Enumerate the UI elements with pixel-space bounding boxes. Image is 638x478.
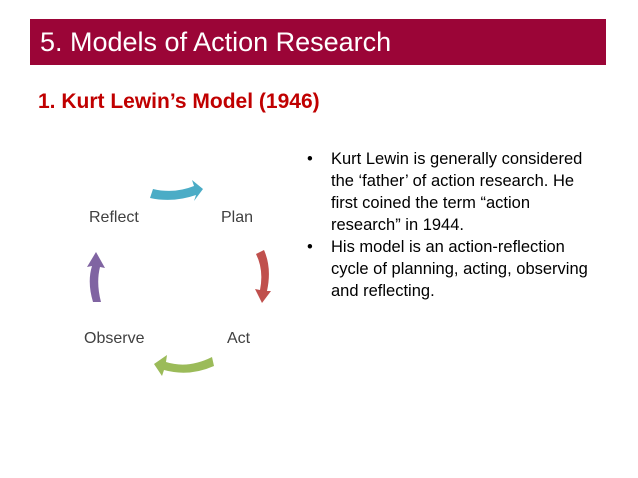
bullet-item: • Kurt Lewin is generally considered the… (300, 148, 600, 236)
bullet-dot: • (307, 150, 313, 168)
stage-label-observe: Observe (84, 330, 145, 347)
bullet-dot: • (307, 238, 313, 256)
arrow-act-to-observe (154, 355, 214, 376)
title-bar: 5. Models of Action Research (30, 19, 606, 65)
bullet-text: Kurt Lewin is generally considered the ‘… (331, 150, 583, 234)
slide-title: 5. Models of Action Research (40, 27, 392, 57)
stage-label-act: Act (227, 330, 251, 347)
arrow-observe-to-reflect (87, 252, 105, 302)
slide-subtitle: 1. Kurt Lewin’s Model (1946) (38, 90, 320, 113)
stage-label-plan: Plan (221, 209, 253, 226)
bullet-list: • Kurt Lewin is generally considered the… (300, 148, 600, 302)
stage-label-reflect: Reflect (89, 209, 139, 226)
bullet-item: • His model is an action-reflection cycl… (300, 236, 600, 302)
arrow-plan-to-act (255, 250, 271, 303)
arrow-reflect-to-plan (150, 180, 203, 201)
bullet-text: His model is an action-reflection cycle … (331, 238, 588, 300)
